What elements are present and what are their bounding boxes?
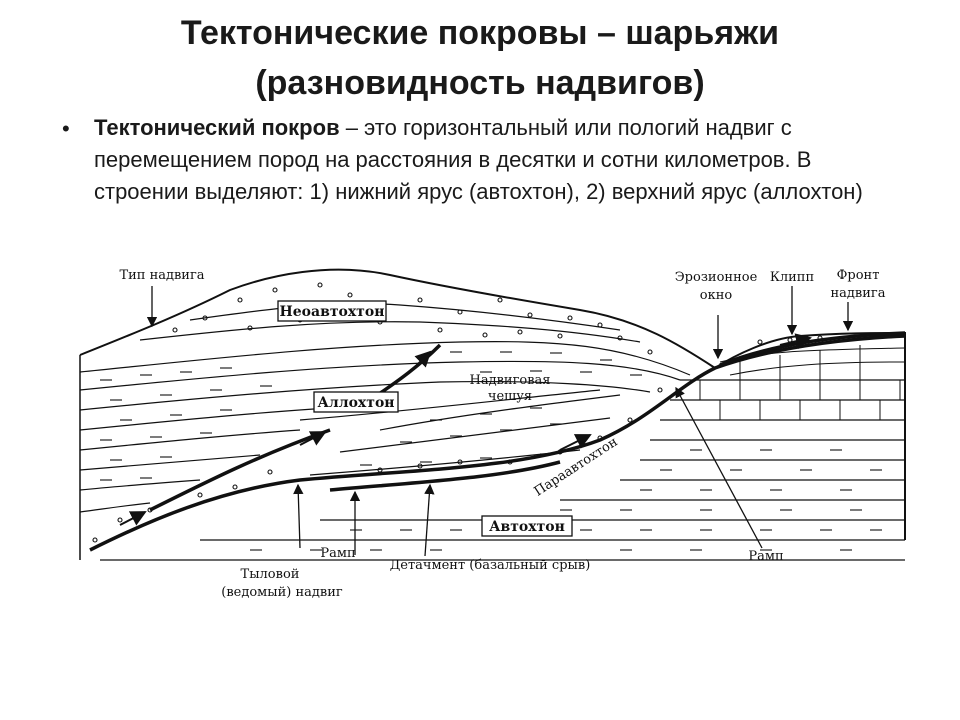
label-neoautochthon: Неоавтохтон [280, 304, 385, 320]
label-erosion-window-2: окно [700, 288, 733, 303]
label-erosion-window-1: Эрозионное [675, 270, 758, 285]
label-rear-thrust-1: Тыловой [241, 567, 300, 582]
neoautochthon-box: Неоавтохтон [277, 300, 387, 322]
label-thrust-sheet-1: Надвиговая [470, 373, 551, 388]
label-thrust-tip: Тип надвига [119, 268, 204, 283]
autochthon-box: Автохтон [481, 515, 573, 537]
basal-thrust [89, 334, 906, 552]
label-thrust-sheet-2: чешуя [488, 389, 532, 404]
conglomerate-dots [92, 282, 823, 543]
label-detachment: Детачмент (базальный срыв) [390, 558, 591, 573]
limestone-texture [699, 345, 906, 420]
slide-title: Тектонические покровы – шарьяжи (разнови… [0, 8, 960, 108]
label-thrust-front-1: Фронт [837, 268, 880, 283]
label-ramp-left: Рамп [320, 546, 355, 561]
rear-thrust [149, 428, 331, 512]
sediment-dashes [100, 351, 882, 551]
label-pointers [146, 286, 854, 557]
label-ramp-right: Рамп [748, 549, 783, 564]
bullet-marker: • [62, 116, 70, 141]
allochthon-box: Аллохтон [313, 391, 399, 413]
bullet-term: Тектонический покров [94, 115, 340, 140]
title-line-2: (разновидность надвигов) [255, 64, 705, 102]
label-rear-thrust-2: (ведомый) надвиг [221, 585, 343, 600]
label-autochthon: Автохтон [489, 519, 565, 535]
bullet-definition: – это горизонтальный или пологий надвиг … [94, 115, 863, 204]
detachment-fault [329, 460, 561, 492]
fault-arrows [119, 333, 812, 526]
title-line-1: Тектонические покровы – шарьяжи [180, 14, 780, 52]
bullet-text: Тектонический покров – это горизонтальны… [94, 112, 904, 208]
label-thrust-front-2: надвига [831, 286, 886, 301]
label-allochthon: Аллохтон [317, 395, 394, 411]
label-klippe: Клипп [770, 270, 814, 285]
